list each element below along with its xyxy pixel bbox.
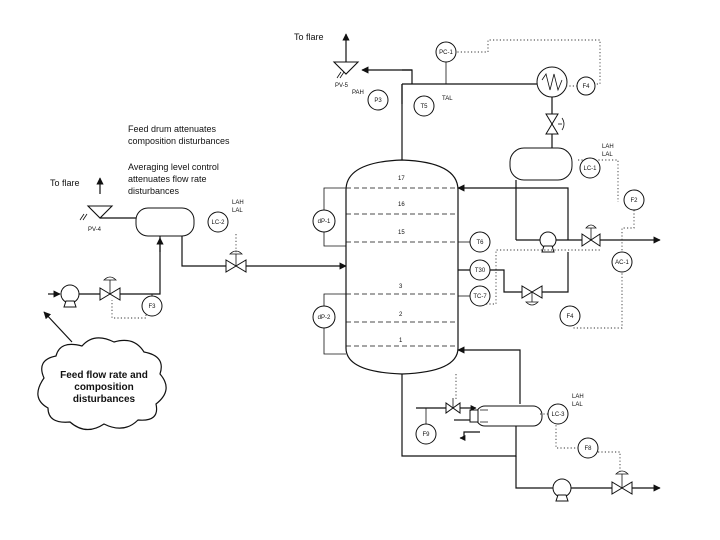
reflux-pump[interactable]	[539, 231, 557, 253]
tray-17-label: 17	[398, 176, 405, 182]
t5-instrument[interactable]	[413, 95, 435, 117]
overhead-piping	[342, 33, 540, 160]
feed-level-valve[interactable]	[225, 250, 247, 273]
dp1-label: dP-1	[318, 219, 331, 225]
reboiler-lah-label: LAH	[572, 394, 584, 400]
avg-level-note-line-3: disturbances	[128, 186, 180, 196]
condenser	[536, 66, 568, 98]
to-flare-top-label: To flare	[294, 32, 324, 42]
tray-15-label: 15	[398, 230, 405, 236]
condenser-outlet-valve[interactable]	[545, 113, 565, 135]
f8-label: F8	[584, 446, 592, 452]
lc3-instrument[interactable]	[547, 403, 569, 425]
drum-lal-label: LAL	[602, 152, 613, 158]
side-draw-valve[interactable]	[521, 285, 543, 306]
f4-top-label: F4	[582, 84, 590, 90]
feed-drum-note-line-1: Feed drum attenuates	[128, 124, 217, 134]
f4-bottom-label: F4	[566, 314, 574, 320]
dp2-instrument[interactable]	[312, 305, 336, 329]
f8-instrument[interactable]	[577, 437, 599, 459]
f3-instrument[interactable]	[141, 294, 163, 317]
feed-drum	[135, 207, 195, 237]
tc7-label: TC-7	[473, 294, 487, 300]
bottoms-valve[interactable]	[611, 470, 633, 495]
cloud-line-3: disturbances	[73, 394, 136, 405]
p3-instrument[interactable]	[367, 89, 389, 111]
f3-label: F3	[148, 304, 156, 310]
tray-2-label: 2	[399, 312, 403, 318]
to-flare-left-label: To flare	[50, 178, 80, 188]
p3-label: P3	[374, 98, 382, 104]
reboiler	[469, 405, 543, 427]
avg-level-note-line-2: attenuates flow rate	[128, 174, 207, 184]
tray-1-label: 1	[399, 338, 403, 344]
lc1-instrument[interactable]	[579, 157, 601, 179]
feed-lah-label: LAH	[232, 200, 244, 206]
tc7-instrument[interactable]	[469, 285, 491, 307]
reflux-drum	[509, 147, 573, 181]
pv4-label: PV-4	[88, 227, 102, 233]
f9-label: F9	[422, 432, 430, 438]
feed-lal-label: LAL	[232, 208, 243, 214]
t30-label: T30	[475, 268, 486, 274]
t30-instrument[interactable]	[469, 259, 491, 281]
f4-bottom-instrument[interactable]	[559, 305, 581, 327]
ac1-instrument[interactable]	[611, 251, 633, 273]
steam-valve[interactable]	[445, 398, 461, 414]
f2-label: F2	[630, 198, 638, 204]
lc2-instrument[interactable]	[207, 211, 229, 233]
f2-instrument[interactable]	[623, 189, 645, 211]
disturbance-cloud	[37, 311, 167, 431]
tray-16-label: 16	[398, 202, 405, 208]
pc1-instrument[interactable]	[435, 41, 457, 84]
reflux-valve[interactable]	[581, 224, 601, 247]
pv5-label: PV-5	[335, 83, 349, 89]
feed-drum-note-line-2: composition disturbances	[128, 136, 230, 146]
t5-label: T5	[420, 104, 428, 110]
pv4-valve[interactable]	[79, 205, 114, 221]
tal-label: TAL	[442, 96, 453, 102]
dp1-instrument[interactable]	[312, 209, 336, 233]
t6-label: T6	[476, 240, 484, 246]
tray-3-label: 3	[399, 284, 403, 290]
pc1-label: PC-1	[439, 50, 453, 56]
drum-lah-label: LAH	[602, 144, 614, 150]
feed-flow-valve[interactable]	[99, 276, 121, 301]
bottoms-pump[interactable]	[552, 478, 572, 502]
t6-instrument[interactable]	[469, 231, 491, 253]
feed-pump[interactable]	[60, 284, 80, 308]
f4-top-instrument[interactable]	[576, 76, 596, 96]
reboiler-lal-label: LAL	[572, 402, 583, 408]
lc3-label: LC-3	[551, 412, 565, 418]
avg-level-note-line-1: Averaging level control	[128, 162, 219, 172]
ac1-label: AC-1	[615, 260, 629, 266]
dp2-label: dP-2	[318, 315, 331, 321]
f9-instrument[interactable]	[415, 408, 437, 445]
lc1-label: LC-1	[583, 166, 597, 172]
pv5-valve[interactable]	[332, 61, 360, 79]
lc2-label: LC-2	[211, 220, 225, 226]
pah-label: PAH	[352, 90, 364, 96]
cloud-line-2: composition	[74, 382, 133, 393]
cloud-line-1: Feed flow rate and	[60, 370, 148, 381]
